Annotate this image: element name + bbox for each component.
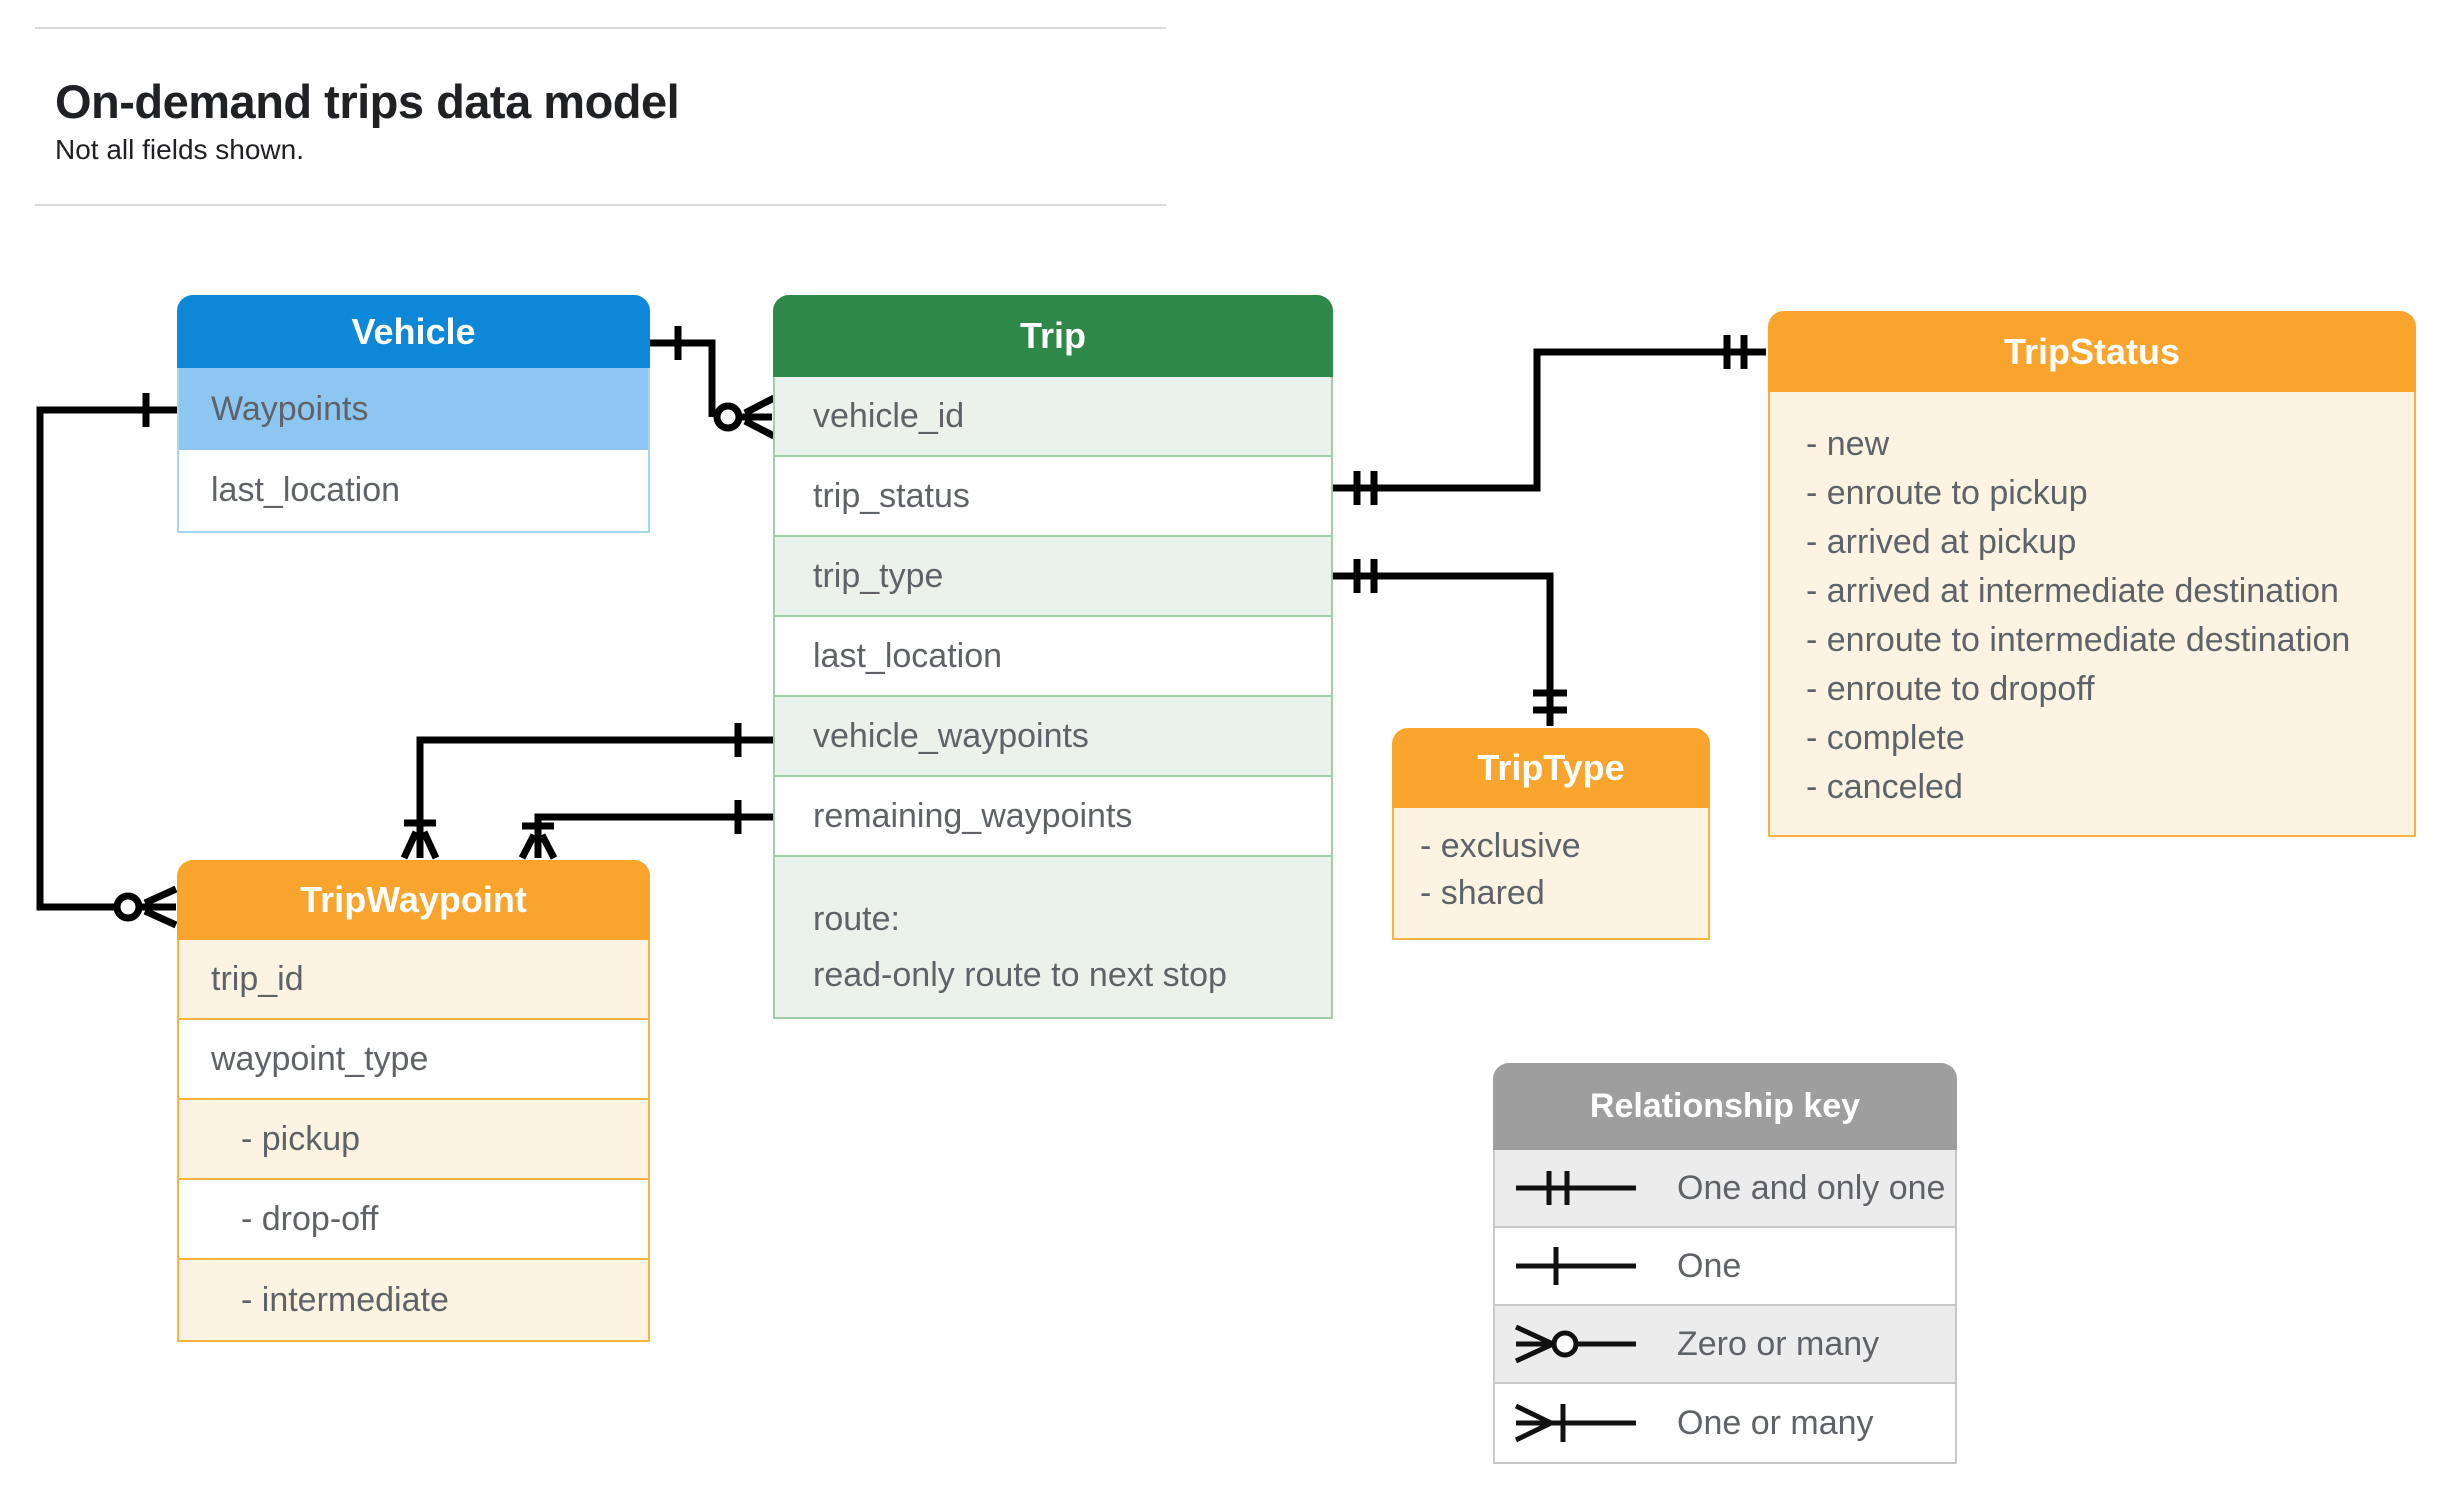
entity-vehicle-title: Vehicle <box>177 295 650 368</box>
legend-label: One <box>1677 1246 1742 1285</box>
entity-trip-title: Trip <box>773 295 1333 377</box>
zero-or-many-circle <box>113 892 143 922</box>
field-trip-type: trip_type <box>775 537 1331 617</box>
entity-tripstatus-title: TripStatus <box>1768 311 2416 392</box>
enum-value-intermediate: - intermediate <box>179 1260 648 1340</box>
crow-foot-icon <box>139 885 178 929</box>
enum-value: - enroute to dropoff <box>1806 670 2095 708</box>
entity-vehicle: Vehicle Waypoints last_location <box>177 295 650 533</box>
one-or-many-icon <box>1514 1403 1636 1443</box>
relationship-key-title: Relationship key <box>1493 1063 1957 1150</box>
enum-value: - exclusive <box>1420 827 1581 865</box>
connector-remaining-waypoints-to-tripwaypoint <box>518 800 773 860</box>
divider-bottom <box>35 204 1166 206</box>
field-vehicle-id: vehicle_id <box>775 377 1331 457</box>
entity-tripwaypoint: TripWaypoint trip_id waypoint_type - pic… <box>177 860 650 1342</box>
crow-foot-icon <box>518 833 558 860</box>
crow-foot-icon <box>739 394 776 440</box>
entity-trip: Trip vehicle_id trip_status trip_type la… <box>773 295 1333 1019</box>
legend-label: One or many <box>1677 1403 1874 1442</box>
legend-row-one-and-only-one: One and only one <box>1495 1150 1955 1228</box>
legend-row-one-or-many: One or many <box>1495 1384 1955 1462</box>
enum-value-dropoff: - drop-off <box>179 1180 648 1260</box>
legend-row-one: One <box>1495 1228 1955 1306</box>
field-last-location: last_location <box>179 450 648 531</box>
connector-vehicle-to-trip <box>650 326 776 440</box>
field-waypoint-type: waypoint_type <box>179 1020 648 1100</box>
entity-triptype: TripType - exclusive - shared <box>1392 728 1710 940</box>
connector-vehicle-waypoints-field-to-tripwaypoint <box>400 723 773 860</box>
enum-value: - enroute to pickup <box>1806 474 2088 512</box>
enum-value: - new <box>1806 425 1890 463</box>
field-waypoints: Waypoints <box>179 368 648 450</box>
enum-value-pickup: - pickup <box>179 1100 648 1180</box>
crow-foot-icon <box>400 830 440 860</box>
entity-tripstatus: TripStatus - new - enroute to pickup - a… <box>1768 311 2416 837</box>
field-route: route: read-only route to next stop <box>775 857 1331 1017</box>
field-trip-status: trip_status <box>775 457 1331 537</box>
legend-label: Zero or many <box>1677 1324 1880 1363</box>
enum-value: - complete <box>1806 719 1965 757</box>
entity-tripwaypoint-title: TripWaypoint <box>177 860 650 940</box>
connector-vehicle-waypoints-to-tripwaypoint <box>36 393 178 929</box>
field-last-location: last_location <box>775 617 1331 697</box>
field-remaining-waypoints: remaining_waypoints <box>775 777 1331 857</box>
page-title: On-demand trips data model <box>55 75 680 128</box>
legend-label: One and only one <box>1677 1168 1946 1207</box>
page-subtitle: Not all fields shown. <box>55 134 305 165</box>
enum-value: - enroute to intermediate destination <box>1806 621 2351 659</box>
relationship-key: Relationship key One and only one One <box>1493 1063 1957 1464</box>
connector-trip-to-tripstatus <box>1333 335 1766 505</box>
route-description: read-only route to next stop <box>813 956 1227 994</box>
entity-triptype-title: TripType <box>1392 728 1710 808</box>
zero-or-many-circle <box>713 402 743 432</box>
field-vehicle-waypoints: vehicle_waypoints <box>775 697 1331 777</box>
divider-top <box>35 27 1166 29</box>
enum-value: - shared <box>1420 874 1545 912</box>
route-label: route: <box>813 900 900 938</box>
field-trip-id: trip_id <box>179 940 648 1020</box>
legend-row-zero-or-many: Zero or many <box>1495 1306 1955 1384</box>
enum-value: - canceled <box>1806 768 1963 806</box>
enum-value: - arrived at pickup <box>1806 523 2077 561</box>
connector-trip-to-triptype <box>1333 559 1567 726</box>
enum-value: - arrived at intermediate destination <box>1806 572 2339 610</box>
zero-or-many-icon <box>1514 1324 1636 1364</box>
one-icon <box>1516 1247 1636 1285</box>
one-and-only-one-icon <box>1516 1171 1636 1205</box>
